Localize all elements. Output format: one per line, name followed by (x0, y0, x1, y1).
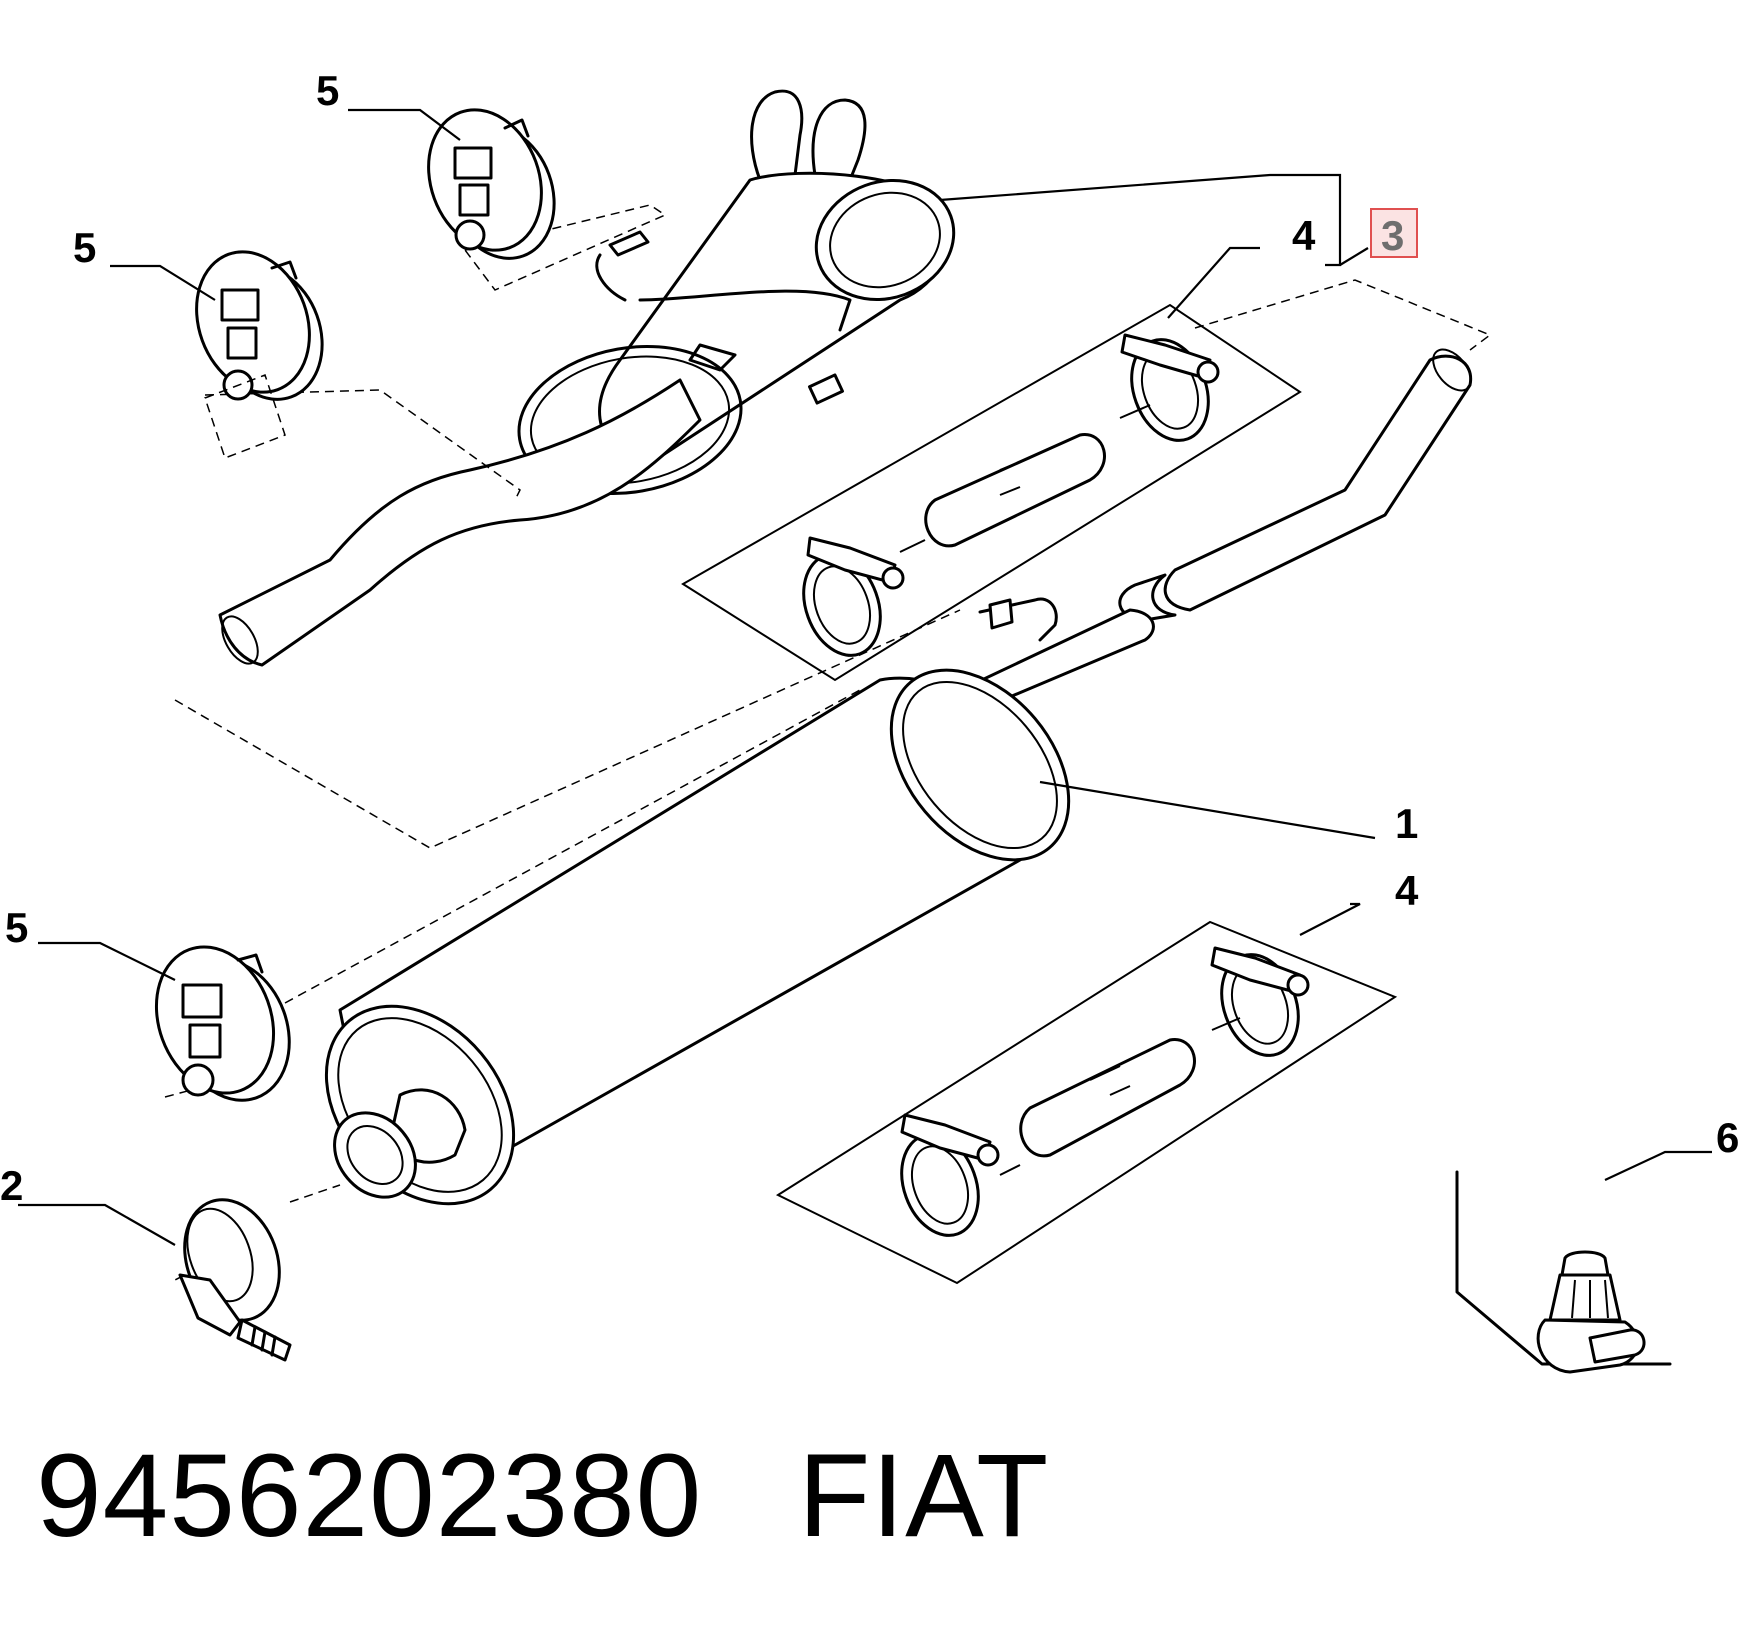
part-caption: 9456202380 FIAT (36, 1428, 1049, 1564)
clamp-kit-lower (775, 920, 1398, 1285)
rubber-hanger-top (427, 108, 556, 260)
callout-5-lower: 5 (5, 904, 28, 951)
part-number: 9456202380 (36, 1430, 703, 1562)
callout-3: 3 (1381, 212, 1404, 259)
rubber-hanger-lower (154, 945, 291, 1102)
leader-5b (110, 264, 216, 301)
callout-6: 6 (1716, 1114, 1739, 1161)
brand-name: FIAT (798, 1430, 1050, 1562)
leader-2 (18, 1203, 176, 1246)
callout-1: 1 (1395, 800, 1418, 847)
callout-4-lower: 4 (1395, 867, 1419, 914)
leader-5a (348, 108, 461, 141)
leader-1 (1039, 780, 1376, 840)
callout-4-upper: 4 (1292, 212, 1316, 259)
leader-3 (939, 173, 1342, 267)
clamp-kit-upper (681, 303, 1302, 682)
fastener-clip (1455, 1170, 1672, 1374)
leader-3-tick (1339, 247, 1369, 266)
callout-3-highlight (1370, 208, 1418, 258)
intermediate-pipe (948, 348, 1473, 722)
callout-2: 2 (0, 1162, 23, 1209)
exhaust-clamp (178, 1198, 292, 1362)
leader-5c (38, 941, 176, 981)
rubber-hanger-upper-left (195, 250, 324, 401)
leader-6 (1604, 1150, 1712, 1181)
rear-silencer (218, 89, 956, 667)
leader-4b (1299, 902, 1361, 936)
leader-4a (1167, 246, 1260, 319)
callout-5-top: 5 (316, 67, 339, 114)
front-silencer (324, 668, 1071, 1206)
callout-5-upper-left: 5 (73, 224, 96, 271)
